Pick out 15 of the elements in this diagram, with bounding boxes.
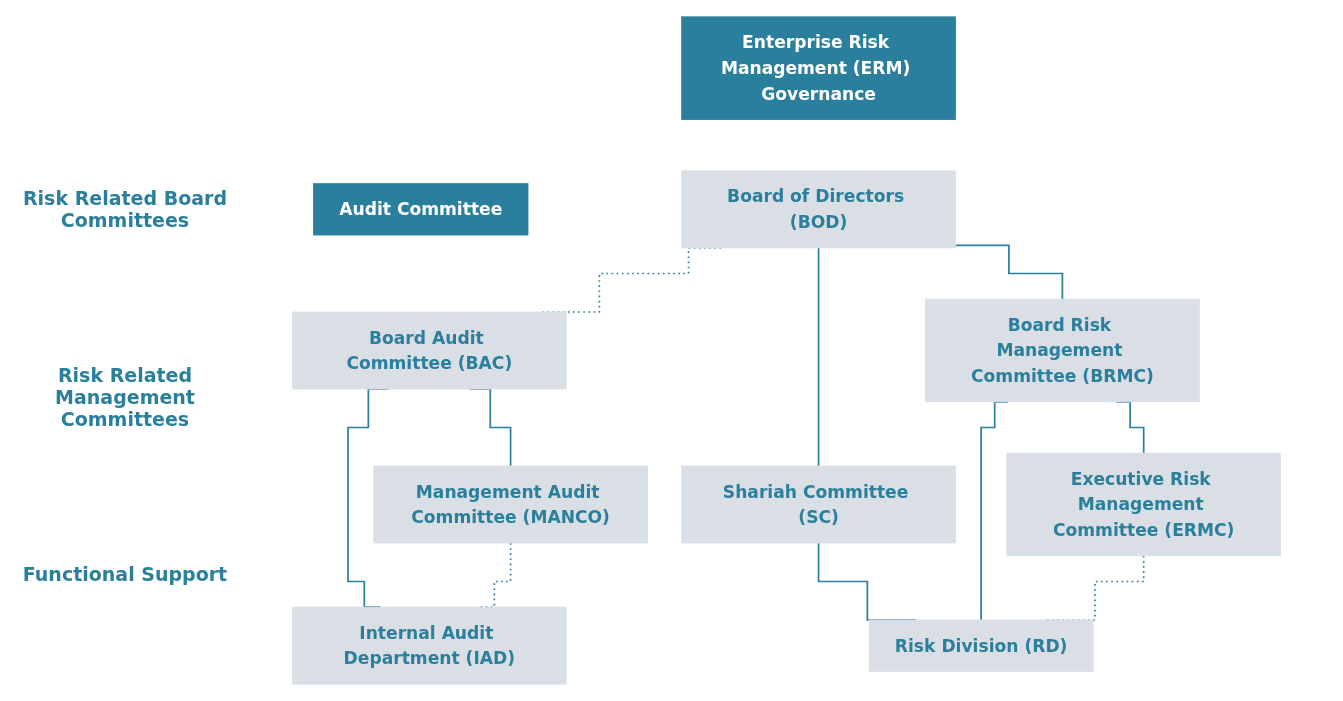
connector — [954, 244, 1064, 301]
node-box: Board Risk Management Committee (BRMC) — [925, 298, 1200, 403]
node-box: Board Audit Committee (BAC) — [292, 311, 567, 390]
node-box: Executive Risk Management Committee (ERMC) — [1006, 452, 1281, 557]
node-box: Management Audit Committee (MANCO) — [373, 465, 648, 544]
node-box: Enterprise Risk Management (ERM) Governance — [681, 16, 956, 120]
row-label: Functional Support — [22, 562, 228, 585]
row-label: Risk Related Management Committees — [54, 363, 196, 430]
connector — [817, 247, 820, 467]
node-box: Shariah Committee (SC) — [681, 465, 956, 544]
node-box: Board of Directors (BOD) — [681, 170, 956, 249]
node-box: Risk Division (RD) — [868, 619, 1094, 672]
row-label: Risk Related Board Committees — [21, 186, 229, 231]
node-box: Audit Committee — [313, 183, 529, 236]
node-box: Internal Audit Department (IAD) — [292, 606, 567, 685]
